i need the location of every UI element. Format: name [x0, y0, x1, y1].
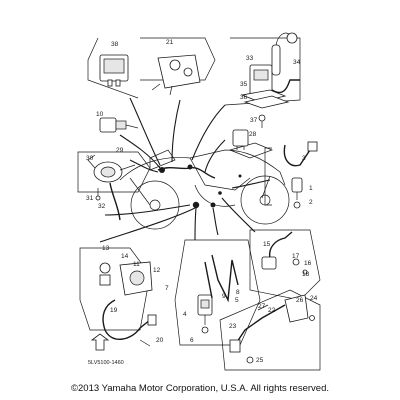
callout-4: 4 [183, 311, 187, 318]
part-34-lead-wire [271, 79, 300, 94]
part-29-30-horn [87, 154, 136, 183]
part-38-relay [99, 54, 129, 87]
callout-13: 13 [102, 245, 110, 252]
part-6-bolt [201, 326, 209, 334]
callout-26: 26 [296, 297, 304, 304]
callout-7: 7 [165, 285, 169, 292]
callout-10: 10 [96, 111, 104, 118]
part-33-control-unit [249, 32, 298, 96]
part-37-bolt [258, 114, 266, 128]
callout-34: 34 [293, 59, 301, 66]
callout-37: 37 [250, 117, 258, 124]
callout-1: 1 [309, 185, 313, 192]
part-2-bolt [293, 201, 301, 209]
callout-17: 17 [292, 253, 300, 260]
part-24-26-bracket [284, 294, 315, 323]
callout-15: 15 [263, 241, 271, 248]
callout-18: 18 [302, 271, 310, 278]
motorcycle-outline [119, 142, 290, 230]
callout-36: 36 [240, 94, 248, 101]
callout-labels: 1234567891011121314151617181920212223242… [86, 39, 318, 364]
copyright-notice: ©2013 Yamaha Motor Corporation, U.S.A. A… [71, 383, 329, 394]
part-10-switch [99, 117, 139, 133]
callout-14: 14 [121, 253, 129, 260]
callout-3: 3 [302, 155, 306, 162]
part-13-14-coil [99, 261, 153, 296]
callout-38: 38 [111, 41, 119, 48]
callout-23: 23 [229, 323, 237, 330]
callout-6: 6 [190, 337, 194, 344]
callout-29: 29 [116, 147, 124, 154]
part-28-flasher [232, 129, 249, 150]
callout-20: 20 [156, 337, 164, 344]
part-20-clamp [139, 339, 151, 347]
callout-30: 30 [86, 155, 94, 162]
callout-5: 5 [235, 297, 239, 304]
drawing-code: 5LV5100-1460 [88, 360, 124, 366]
callout-9: 9 [222, 293, 226, 300]
part-31-bolt [95, 188, 101, 201]
part-3-sensor [283, 141, 318, 167]
part-25-bolt [246, 356, 254, 364]
callout-2: 2 [309, 199, 313, 206]
callout-33: 33 [246, 55, 254, 62]
front-direction-icon [90, 333, 110, 351]
callout-24: 24 [310, 295, 318, 302]
callout-11: 11 [133, 261, 140, 268]
leader-lines [99, 97, 271, 243]
callout-35: 35 [240, 81, 248, 88]
callout-27: 27 [258, 303, 266, 310]
callout-19: 19 [110, 307, 118, 314]
part-32-lead [109, 182, 121, 221]
callout-28: 28 [249, 131, 257, 138]
part-7-8-9-harness [204, 254, 239, 303]
part-35-36-bracket [240, 89, 290, 109]
callout-8: 8 [236, 289, 240, 296]
part-4-fuse-box [197, 294, 213, 325]
callout-16: 16 [304, 260, 312, 267]
callout-22: 22 [268, 307, 276, 314]
part-1-neutral-switch [291, 177, 303, 200]
callout-21: 21 [166, 39, 174, 46]
callout-12: 12 [153, 267, 161, 274]
part-21-starter-relay [151, 54, 201, 96]
part-19-lead-wire [102, 299, 157, 340]
callout-32: 32 [98, 203, 106, 210]
wire-harness-center [157, 164, 242, 209]
part-15-16-17-sensor [261, 231, 308, 275]
part-27-clip [257, 304, 269, 311]
callout-25: 25 [256, 357, 264, 364]
part-22-23-lead [229, 304, 286, 353]
callout-31: 31 [86, 195, 94, 202]
